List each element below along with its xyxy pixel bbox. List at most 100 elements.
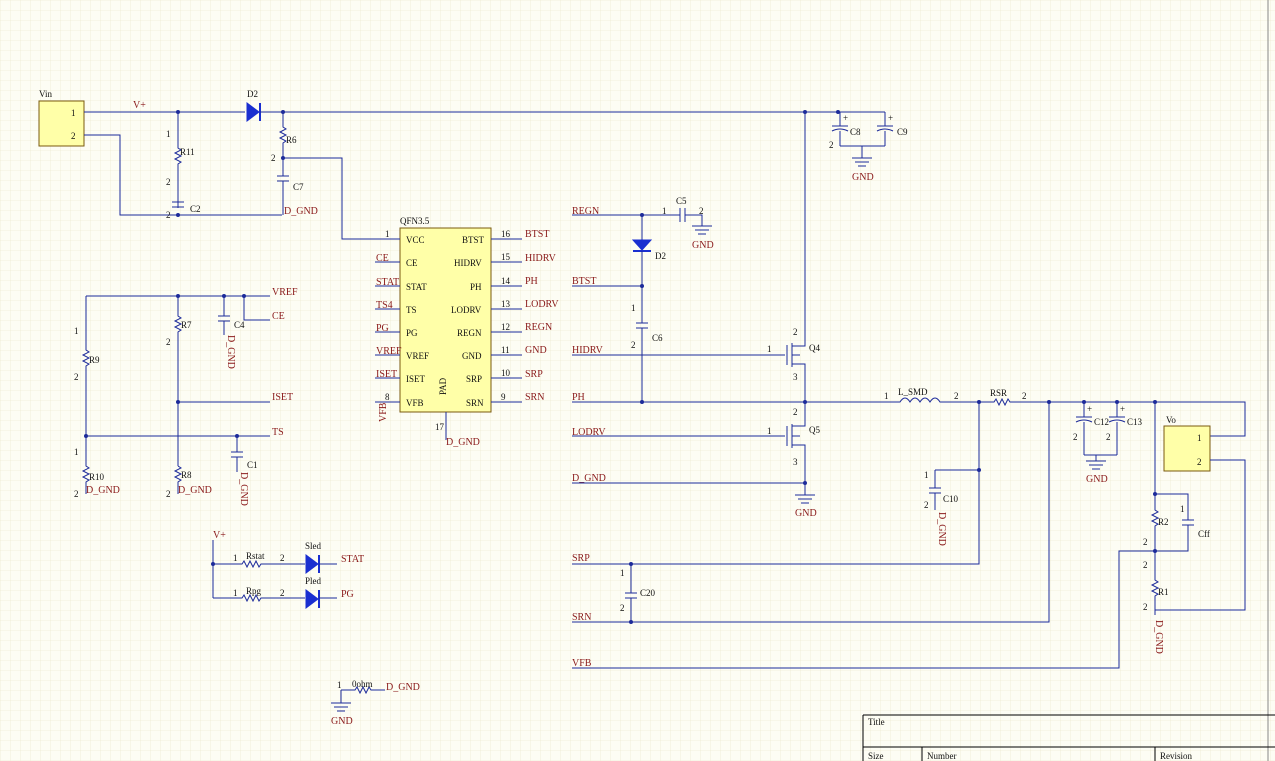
svg-text:VFB: VFB (406, 398, 424, 408)
svg-text:R9: R9 (89, 355, 100, 365)
svg-text:R2: R2 (1158, 517, 1169, 527)
svg-text:2: 2 (924, 500, 929, 510)
svg-text:Q5: Q5 (809, 425, 820, 435)
svg-text:HIDRV: HIDRV (454, 258, 482, 268)
svg-text:+: + (1087, 404, 1092, 414)
svg-text:SRN: SRN (466, 398, 484, 408)
svg-text:CE: CE (272, 311, 285, 322)
svg-text:2: 2 (1106, 432, 1111, 442)
svg-text:1: 1 (74, 447, 79, 457)
svg-text:C10: C10 (943, 494, 959, 504)
svg-text:GND: GND (1086, 474, 1108, 485)
svg-text:1: 1 (233, 553, 238, 563)
svg-text:C8: C8 (850, 127, 861, 137)
svg-text:Pled: Pled (305, 576, 322, 586)
svg-text:13: 13 (501, 299, 511, 309)
svg-text:Vin: Vin (39, 89, 52, 99)
svg-text:PG: PG (406, 328, 418, 338)
svg-text:ISET: ISET (406, 374, 426, 384)
svg-text:Cff: Cff (1198, 529, 1210, 539)
title-block: Title Size Number Revision (862, 714, 1275, 761)
svg-text:C9: C9 (897, 127, 908, 137)
svg-text:C4: C4 (234, 320, 245, 330)
svg-text:HIDRV: HIDRV (525, 253, 557, 264)
svg-text:0ohm: 0ohm (352, 679, 373, 689)
svg-text:2: 2 (74, 372, 79, 382)
svg-text:Rstat: Rstat (246, 551, 265, 561)
svg-text:2: 2 (271, 153, 276, 163)
svg-text:STAT: STAT (376, 277, 399, 288)
svg-text:D_GND: D_GND (238, 472, 249, 506)
svg-text:Title: Title (868, 717, 885, 727)
svg-text:STAT: STAT (406, 282, 427, 292)
svg-text:2: 2 (166, 337, 171, 347)
svg-text:1: 1 (337, 680, 342, 690)
svg-text:Q4: Q4 (809, 343, 820, 353)
svg-text:2: 2 (280, 588, 285, 598)
svg-text:LODRV: LODRV (525, 299, 559, 310)
svg-text:2: 2 (793, 407, 798, 417)
svg-text:R1: R1 (1158, 587, 1169, 597)
svg-text:+: + (1120, 404, 1125, 414)
svg-text:14: 14 (501, 276, 511, 286)
svg-text:15: 15 (501, 252, 511, 262)
svg-text:1: 1 (620, 568, 625, 578)
ic-left-pins: VCC CE STAT TS PG VREF ISET VFB 1 8 CE S… (375, 229, 429, 422)
svg-text:HIDRV: HIDRV (572, 345, 604, 356)
svg-text:D_GND: D_GND (572, 473, 606, 484)
svg-text:2: 2 (166, 210, 171, 220)
svg-text:D_GND: D_GND (284, 206, 318, 217)
svg-text:Sled: Sled (305, 541, 322, 551)
svg-text:2: 2 (1143, 537, 1148, 547)
cap-c9: C9 + (876, 112, 908, 146)
svg-text:BTST: BTST (462, 235, 485, 245)
svg-text:2: 2 (166, 177, 171, 187)
svg-text:Rpg: Rpg (246, 586, 262, 596)
svg-text:GND: GND (795, 508, 817, 519)
cap-c8: C8 +2 (829, 112, 861, 150)
svg-text:PAD: PAD (438, 377, 448, 395)
svg-text:1: 1 (233, 588, 238, 598)
svg-text:1: 1 (924, 470, 929, 480)
svg-text:REGN: REGN (457, 328, 482, 338)
svg-text:2: 2 (166, 489, 171, 499)
vin-connector: Vin 1 2 (38, 89, 85, 147)
svg-text:1: 1 (1197, 433, 1202, 443)
svg-text:C13: C13 (1127, 417, 1143, 427)
svg-text:C7: C7 (293, 182, 304, 192)
svg-text:Size: Size (868, 751, 884, 761)
svg-text:1: 1 (71, 108, 76, 118)
svg-text:Vo: Vo (1166, 415, 1176, 425)
svg-text:16: 16 (501, 229, 511, 239)
svg-text:1: 1 (385, 229, 390, 239)
svg-text:SRN: SRN (572, 612, 591, 623)
svg-text:RSR: RSR (990, 388, 1007, 398)
svg-text:C20: C20 (640, 588, 656, 598)
svg-text:1: 1 (166, 129, 171, 139)
svg-text:SRP: SRP (572, 553, 590, 564)
svg-text:8: 8 (385, 392, 390, 402)
svg-text:10: 10 (501, 368, 511, 378)
svg-text:C6: C6 (652, 333, 663, 343)
svg-text:PH: PH (525, 276, 538, 287)
svg-text:D_GND: D_GND (178, 485, 212, 496)
svg-text:11: 11 (501, 345, 510, 355)
svg-text:D2: D2 (247, 89, 258, 99)
svg-text:CE: CE (406, 258, 418, 268)
svg-text:PG: PG (341, 589, 354, 600)
ic-qfn35: QFN3.5 PAD 17 D_GND (399, 216, 492, 448)
svg-text:1: 1 (1180, 504, 1185, 514)
svg-text:C2: C2 (190, 204, 201, 214)
svg-text:R7: R7 (181, 320, 192, 330)
svg-text:D_GND: D_GND (86, 485, 120, 496)
mosfet-q5: Q5 23 (786, 402, 820, 495)
svg-text:+: + (843, 113, 848, 123)
svg-text:2: 2 (1022, 391, 1027, 401)
svg-text:VFB: VFB (378, 402, 389, 422)
svg-text:2: 2 (1197, 457, 1202, 467)
svg-text:9: 9 (501, 392, 506, 402)
svg-text:2: 2 (1143, 560, 1148, 570)
svg-text:1: 1 (767, 344, 772, 354)
svg-text:REGN: REGN (525, 322, 552, 333)
